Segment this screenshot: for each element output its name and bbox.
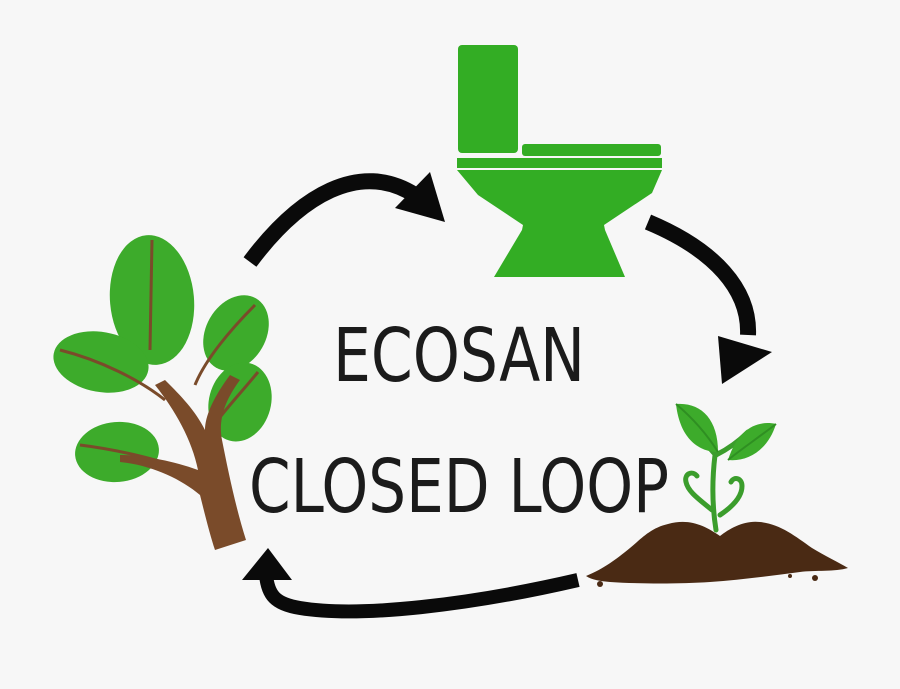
tree-trunk — [120, 375, 246, 550]
title-line-2: CLOSED LOOP — [249, 444, 669, 530]
soil-mound — [586, 521, 848, 587]
toilet-icon — [457, 45, 662, 277]
cycle-arrows — [242, 172, 772, 619]
tree-leaves — [53, 235, 272, 483]
diagram-title: ECOSAN CLOSED LOOP — [249, 313, 669, 530]
arrow-toilet-to-sprout — [644, 214, 772, 384]
arrow-soil-to-tree — [242, 548, 580, 619]
sprout-leaves — [675, 403, 777, 461]
title-line-1: ECOSAN — [333, 313, 585, 399]
arrow-tree-to-toilet — [243, 172, 445, 267]
sprout-icon — [586, 403, 848, 587]
tree-icon — [53, 235, 272, 550]
